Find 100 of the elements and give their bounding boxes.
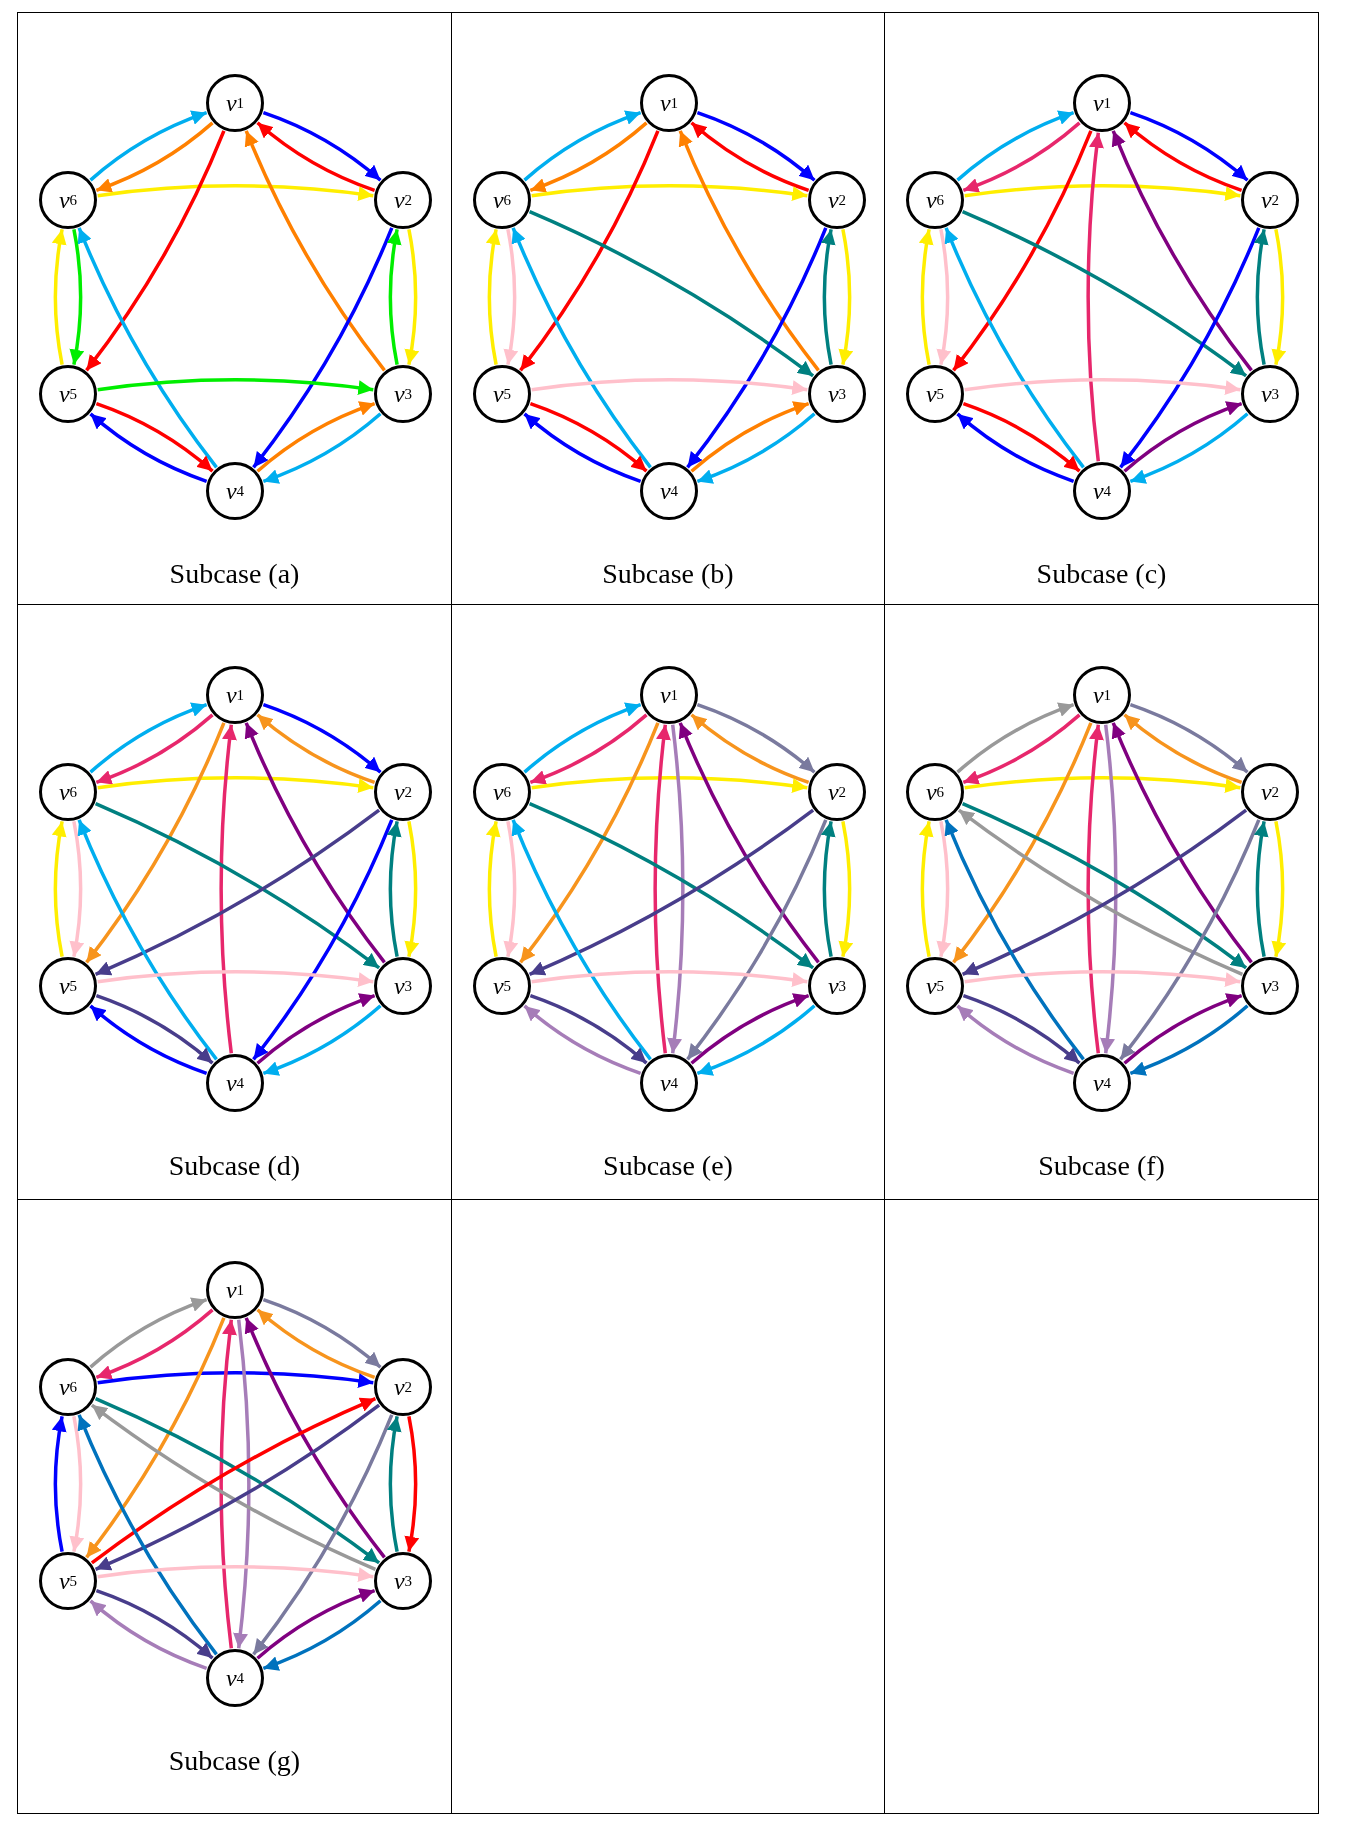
arrow [244,1317,386,1559]
arrow [529,121,648,193]
arrow [95,121,214,193]
arrow [531,776,808,794]
arrow [262,1004,382,1076]
arrow [1086,132,1105,462]
arrow [961,210,1248,378]
arrow [1129,110,1249,182]
arrow [964,184,1241,202]
arrow [519,722,660,964]
arrow [97,184,374,202]
arrow [821,821,836,957]
arrow [89,702,208,774]
arrow [1119,227,1261,469]
arrow [252,1414,394,1656]
subcase-panel [884,12,1319,605]
arrow [262,702,382,774]
arrow [529,994,648,1065]
arrow [678,130,820,372]
arrow [256,993,376,1065]
arrow [503,821,518,957]
arrow [244,130,386,372]
arrow [85,722,226,964]
arrow [952,130,1093,372]
arrow [528,210,815,378]
arrow [1119,819,1261,1061]
arrow [256,713,376,785]
arrow [52,229,67,365]
arrow [1254,821,1269,957]
arrow [936,229,951,365]
arrow [944,227,1085,469]
arrow [523,1004,642,1075]
arrow [821,229,836,365]
arrow [95,994,214,1065]
arrow [1129,412,1249,484]
arrow [95,1308,214,1380]
arrow [523,110,642,182]
arrow [531,970,808,988]
arrow [1111,130,1253,372]
arrow [85,1317,226,1559]
arrow [952,722,1093,964]
arrow [387,229,402,365]
arrow [686,227,828,469]
arrow [95,1589,214,1660]
arrow [678,722,820,964]
arrow [956,702,1075,774]
subcase-caption: Subcase (b) [602,558,734,590]
arrow [838,229,853,365]
arrow [838,821,853,957]
arrow [1271,229,1286,365]
arrow [956,412,1075,483]
arrow [690,993,810,1065]
arrow [962,713,1081,785]
arrow [69,1416,84,1552]
arrow [962,994,1081,1065]
arrow [97,776,374,794]
arrow [696,1004,816,1076]
arrow [1123,713,1243,785]
arrow [404,229,419,365]
subcase-caption: Subcase (e) [603,1150,733,1182]
arrow [1254,229,1269,365]
arrow [1111,722,1253,964]
arrow [919,229,934,365]
arrow [529,402,648,473]
arrow [964,970,1241,988]
arrow [252,227,394,469]
arrow [690,401,810,473]
arrow [653,724,672,1054]
arrow [956,1004,1075,1075]
arrow [262,110,382,182]
arrow [964,776,1241,794]
arrow [85,130,226,372]
subcase-caption: Subcase (c) [1036,558,1167,590]
subcase-caption: Subcase (d) [168,1150,301,1182]
arrow [262,1297,382,1369]
arrow [666,724,685,1054]
arrow [964,378,1241,396]
arrow [219,724,238,1054]
arrow [262,412,382,484]
arrow [523,412,642,483]
arrow [511,227,652,469]
arrow [89,1599,208,1670]
arrow [95,402,214,473]
arrow [690,713,810,785]
arrow [956,110,1075,182]
subcase-caption: Subcase (g) [168,1745,301,1777]
subcase-panel [17,12,452,605]
subcase-caption: Subcase (a) [169,558,300,590]
arrow [686,819,828,1061]
arrow [97,1371,374,1389]
arrow [404,1416,419,1552]
arrow [944,819,1085,1061]
arrow [256,401,376,473]
arrow [244,722,386,964]
arrow [1099,724,1118,1054]
arrow [89,110,208,182]
arrow [1123,401,1243,473]
arrow [529,713,648,785]
arrow [95,713,214,785]
arrow [696,110,816,182]
